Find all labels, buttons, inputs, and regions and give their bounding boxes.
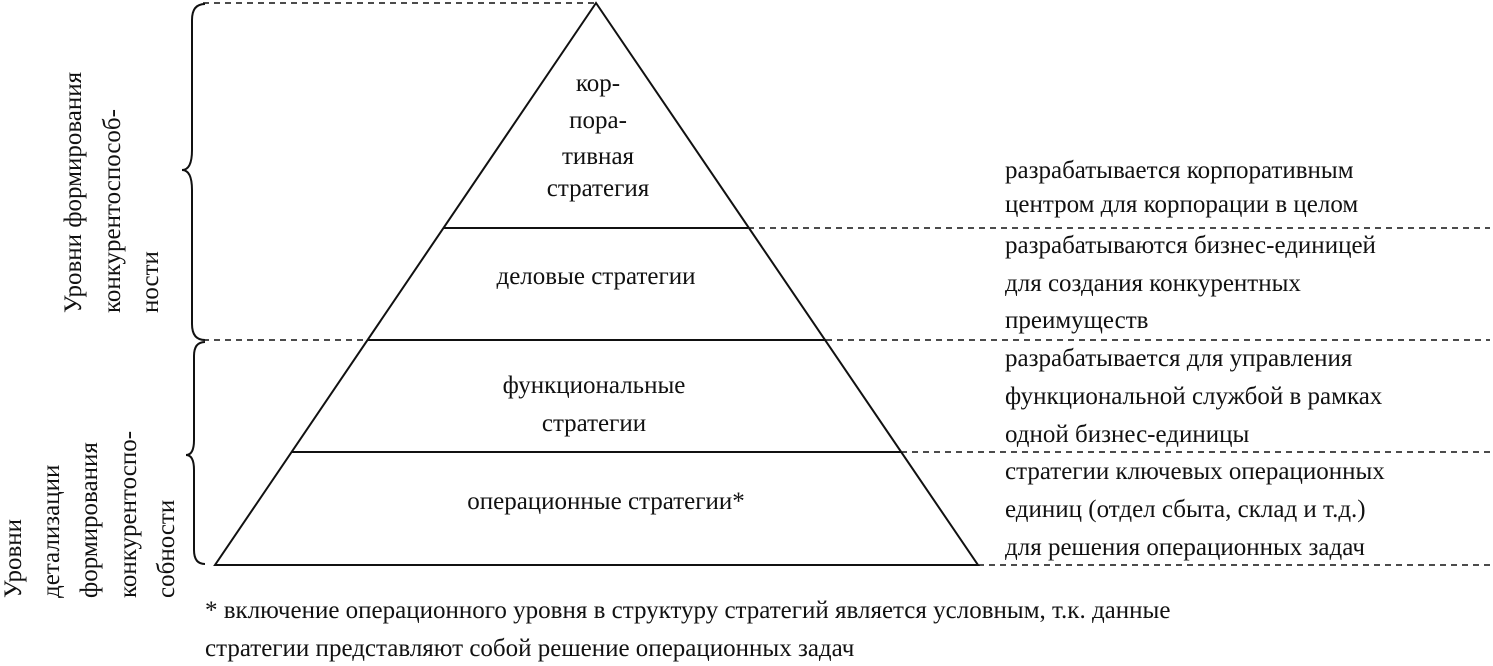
functional-strategy-label: стратегии (542, 410, 646, 437)
lower-label-line: конкурентоспо- (115, 431, 142, 598)
operational-strategy-label: операционные стратегии* (467, 488, 745, 515)
pyramid-outline (213, 1, 980, 566)
lower-brace (185, 341, 206, 565)
upper-label-line: Уровни формирования (60, 71, 87, 313)
footnote: * включение операционного уровня в струк… (205, 597, 1170, 624)
corporate-strategy-label: стратегия (547, 175, 650, 202)
operational-description: для решения операционных задач (1005, 534, 1365, 561)
business-strategy-label: деловые стратегии (496, 263, 695, 290)
business-description: для создания конкурентных (1005, 270, 1301, 297)
upper-label-line: ности (137, 251, 164, 313)
corporate-strategy-label: тивная (562, 143, 635, 170)
functional-description: разрабатывается для управления (1005, 345, 1353, 372)
lower-label-line: собности (153, 500, 180, 598)
functional-strategy-label: функциональные (503, 372, 686, 399)
upper-label-line: конкурентоспособ- (99, 109, 126, 313)
corporate-description: центром для корпорации в целом (1005, 191, 1358, 218)
upper-brace (181, 3, 206, 341)
functional-description: одной бизнес-единицы (1005, 421, 1250, 448)
corporate-strategy-label: кор- (576, 70, 620, 97)
lower-label-line: Уровни (0, 519, 27, 598)
business-description: разрабатываются бизнес-единицей (1005, 232, 1376, 259)
lower-label-line: формирования (76, 442, 103, 598)
footnote: стратегии представляют собой решение опе… (205, 635, 854, 662)
corporate-strategy-label: пора- (569, 107, 627, 134)
lower-label-line: детализации (38, 465, 65, 598)
business-description: преимуществ (1005, 307, 1148, 334)
functional-description: функциональной службой в рамках (1005, 383, 1383, 410)
corporate-description: разрабатывается корпоративным (1005, 157, 1354, 184)
operational-description: единиц (отдел сбыта, склад и т.д.) (1005, 496, 1366, 523)
operational-description: стратегии ключевых операционных (1005, 458, 1385, 485)
